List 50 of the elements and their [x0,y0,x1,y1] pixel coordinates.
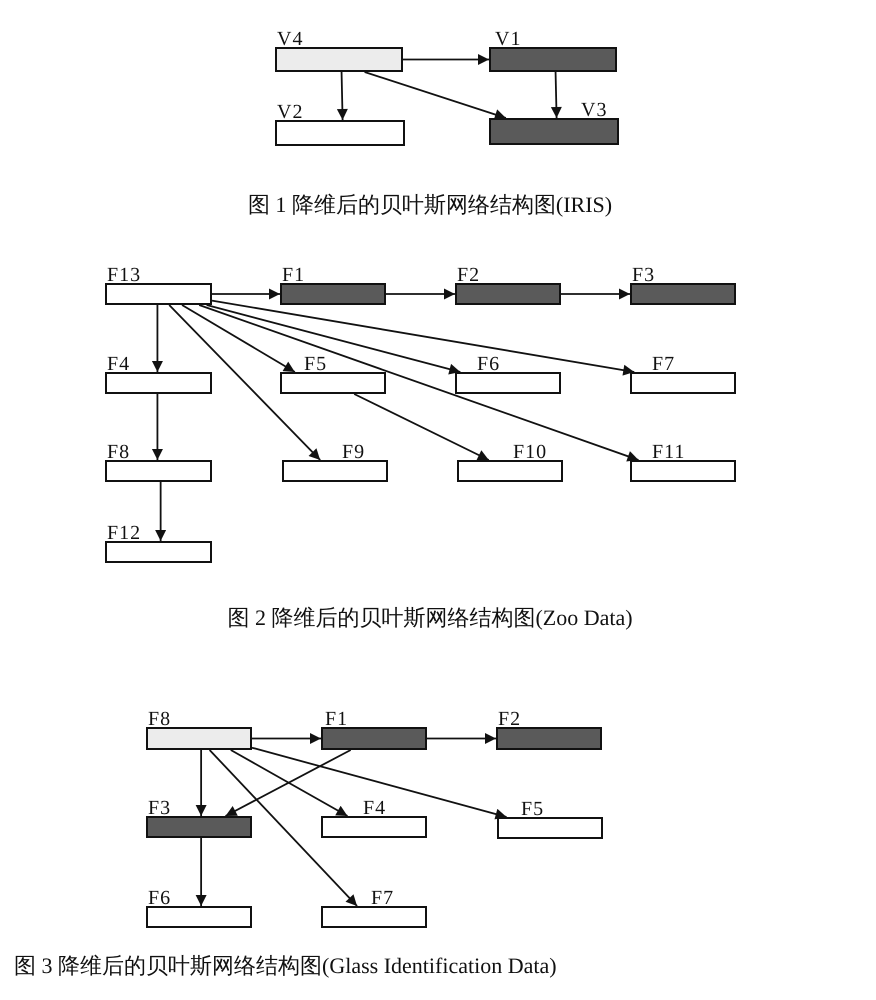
node-label: F3 [632,265,656,285]
arrow [182,304,296,373]
node-label: V4 [277,29,304,49]
arrow [386,288,455,300]
node-label: F6 [477,354,500,374]
node-label: F3 [148,798,172,818]
figure-caption: 图 1 降维后的贝叶斯网络结构图(IRIS) [248,191,612,219]
node-label: F8 [107,442,130,462]
node-label: F7 [652,354,676,374]
node-label: F1 [325,709,348,729]
node-label: V2 [277,102,304,122]
arrow [354,393,490,461]
arrow [212,288,280,300]
node-label: F2 [498,709,522,729]
node-label: F13 [107,265,142,285]
arrow [206,304,461,374]
node-label: F5 [304,354,328,374]
arrow [427,733,496,744]
arrow [198,304,639,462]
node-label: F5 [521,799,544,819]
arrow [152,305,163,372]
arrow [364,71,506,120]
arrow [168,304,321,461]
arrow [561,288,630,300]
node-label: V1 [495,29,522,49]
node-label: F8 [148,709,172,729]
node-label: F6 [148,888,172,908]
node-label: F12 [107,523,142,543]
figure-caption: 图 2 降维后的贝叶斯网络结构图(Zoo Data) [227,604,633,632]
node-label: F7 [371,888,394,908]
arrow [155,482,166,541]
arrow [196,750,207,816]
arrow [212,300,634,376]
arrow [252,733,321,744]
node-label: F2 [457,265,480,285]
node-label: F9 [342,442,366,462]
arrow [152,394,163,460]
arrow [252,746,507,820]
arrow [336,72,348,120]
node-label: F4 [107,354,130,374]
arrow [403,54,489,65]
arrow [196,838,207,906]
node-label: F10 [513,442,548,462]
node-label: V3 [581,100,608,120]
node-label: F1 [282,265,306,285]
node-label: F4 [363,798,386,818]
figure-caption: 图 3 降维后的贝叶斯网络结构图(Glass Identification Data) [14,952,557,980]
arrow [550,72,562,118]
arrow [208,749,358,907]
node-label: F11 [652,442,686,462]
